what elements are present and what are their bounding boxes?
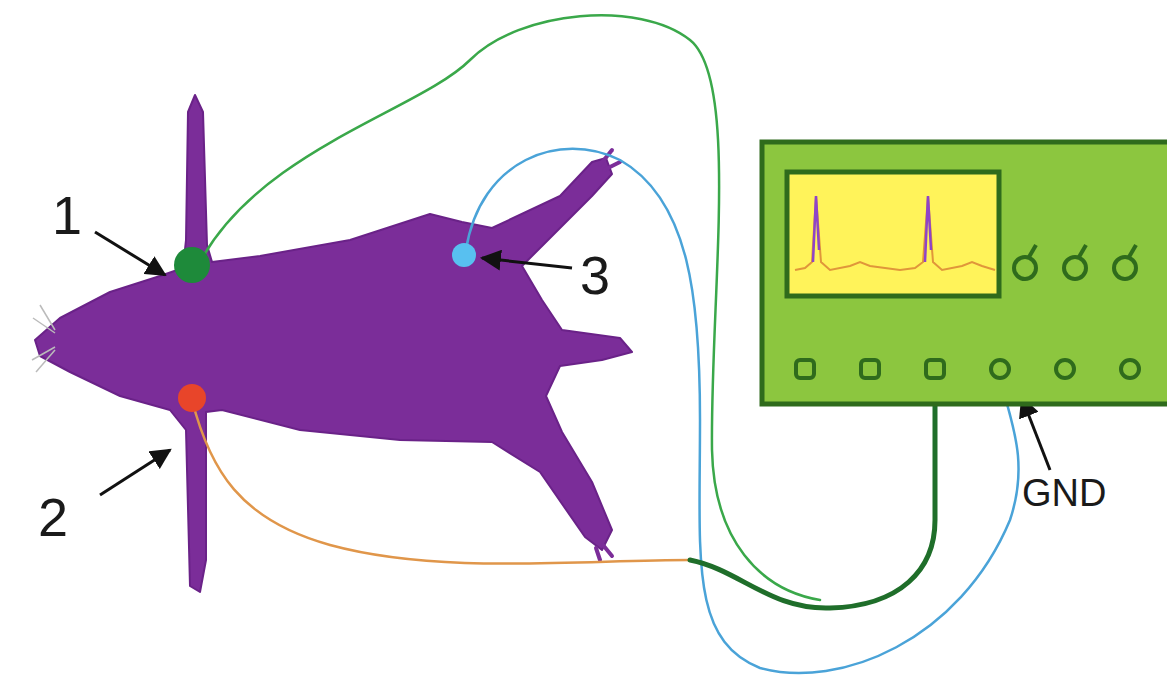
- callout-number: 2: [38, 490, 68, 544]
- callout-number: 1: [52, 188, 82, 242]
- orange-wire: [192, 400, 690, 564]
- paw-toes: [596, 150, 620, 560]
- mouse-body: [35, 95, 632, 592]
- knobs: [1014, 245, 1136, 279]
- callout-number: 3: [580, 248, 610, 302]
- electrode-blue: [452, 243, 476, 267]
- recorder-screen: [787, 172, 999, 296]
- recorder-housing: [762, 142, 1167, 404]
- terminal-label: GND: [1022, 474, 1106, 512]
- electrode-green: [174, 247, 210, 283]
- green-wire: [200, 15, 820, 600]
- electrode-red: [178, 384, 206, 412]
- ecg-trace: [795, 196, 995, 270]
- input-jacks: [796, 360, 1139, 378]
- ecg-peaks: [813, 196, 931, 262]
- blue-wire: [466, 149, 1019, 673]
- whiskers: [32, 305, 55, 372]
- lead-cable: [690, 376, 935, 608]
